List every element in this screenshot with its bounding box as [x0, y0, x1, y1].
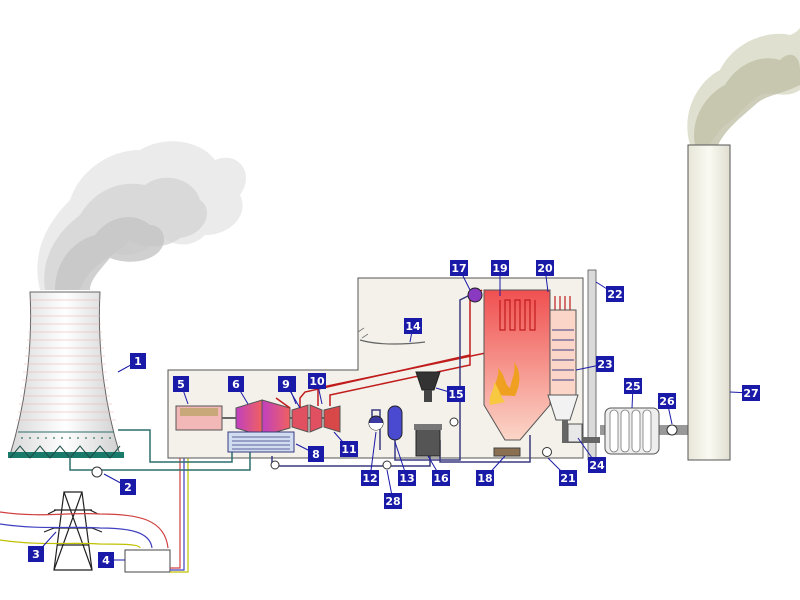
callout-box-6 — [228, 376, 244, 392]
callout-label-9: 9 — [282, 378, 290, 391]
steam-drum — [467, 287, 483, 303]
induced-draft-fan — [666, 424, 678, 436]
callout-label-8: 8 — [312, 448, 320, 461]
callout-box-2 — [120, 479, 136, 495]
air-preheater — [547, 394, 579, 421]
callout-box-13 — [398, 470, 416, 486]
callout-box-12 — [361, 470, 379, 486]
callout-label-24: 24 — [589, 459, 605, 472]
callout-box-16 — [432, 470, 450, 486]
callout-label-12: 12 — [362, 472, 377, 485]
callout-label-28: 28 — [385, 495, 400, 508]
coal-pulverizer — [415, 427, 441, 457]
callout-group: 1234567891011121314151617181920212223242… — [28, 260, 760, 568]
high-pressure-turbine — [323, 405, 341, 433]
feedwater-pump — [382, 460, 392, 470]
transmission-tower — [43, 491, 103, 571]
callout-label-17: 17 — [451, 262, 466, 275]
callout-box-10 — [308, 373, 326, 389]
stack-smoke — [687, 0, 800, 145]
callout-label-10: 10 — [309, 375, 325, 388]
cooling-water-pump — [91, 466, 103, 478]
callout-label-6: 6 — [232, 378, 240, 391]
callout-box-9 — [278, 376, 294, 392]
callout-label-20: 20 — [537, 262, 553, 275]
callout-label-26: 26 — [659, 395, 675, 408]
callout-box-28 — [384, 493, 402, 509]
callout-label-27: 27 — [743, 387, 758, 400]
callout-box-4 — [98, 552, 114, 568]
callout-box-24 — [588, 457, 606, 473]
callout-label-2: 2 — [124, 481, 132, 494]
callout-label-13: 13 — [399, 472, 414, 485]
callout-label-21: 21 — [560, 472, 575, 485]
callout-label-25: 25 — [625, 380, 640, 393]
step-up-transformer — [124, 549, 171, 573]
callout-label-22: 22 — [607, 288, 622, 301]
callout-box-18 — [476, 470, 494, 486]
callout-label-19: 19 — [492, 262, 507, 275]
callout-label-18: 18 — [477, 472, 492, 485]
economizer — [549, 309, 577, 396]
callout-box-1 — [130, 353, 146, 369]
callout-box-21 — [559, 470, 577, 486]
generator-leads — [170, 430, 189, 573]
callout-label-15: 15 — [448, 388, 463, 401]
condensate-pump — [270, 460, 280, 470]
power-lines — [0, 511, 169, 549]
coal-conveyor — [359, 339, 426, 345]
callout-box-26 — [658, 393, 676, 409]
callout-box-27 — [742, 385, 760, 401]
callout-label-4: 4 — [102, 554, 110, 567]
feedwater-heater — [387, 405, 403, 441]
callout-label-11: 11 — [341, 443, 356, 456]
electrostatic-precipitator — [604, 407, 660, 455]
intermediate-pressure-turbine — [291, 404, 309, 433]
callout-box-8 — [308, 446, 324, 462]
callout-label-5: 5 — [177, 378, 185, 391]
cooling-water-pipes — [69, 429, 251, 471]
coal-hopper — [415, 371, 441, 391]
flue-gas-stack-duct — [587, 269, 597, 461]
pulverizer-fan — [449, 417, 459, 427]
cooling-tower-vapor — [37, 141, 246, 290]
callout-box-5 — [173, 376, 189, 392]
callout-label-1: 1 — [134, 355, 142, 368]
callout-label-14: 14 — [405, 320, 421, 333]
callout-label-23: 23 — [597, 358, 612, 371]
callout-box-22 — [606, 286, 624, 302]
callout-label-3: 3 — [32, 548, 40, 561]
bottom-ash-hopper — [493, 447, 521, 457]
forced-draft-fan — [542, 447, 552, 457]
cooling-tower — [8, 291, 124, 459]
callout-box-20 — [536, 260, 554, 276]
callout-box-15 — [447, 386, 465, 402]
callout-box-23 — [596, 356, 614, 372]
callout-box-11 — [340, 441, 358, 457]
callout-box-25 — [624, 378, 642, 394]
callout-box-14 — [404, 318, 422, 334]
boiler-flames — [489, 362, 520, 405]
callout-box-3 — [28, 546, 44, 562]
callout-label-16: 16 — [433, 472, 449, 485]
callout-box-19 — [491, 260, 509, 276]
chimney-stack — [687, 144, 731, 461]
callout-box-17 — [450, 260, 468, 276]
